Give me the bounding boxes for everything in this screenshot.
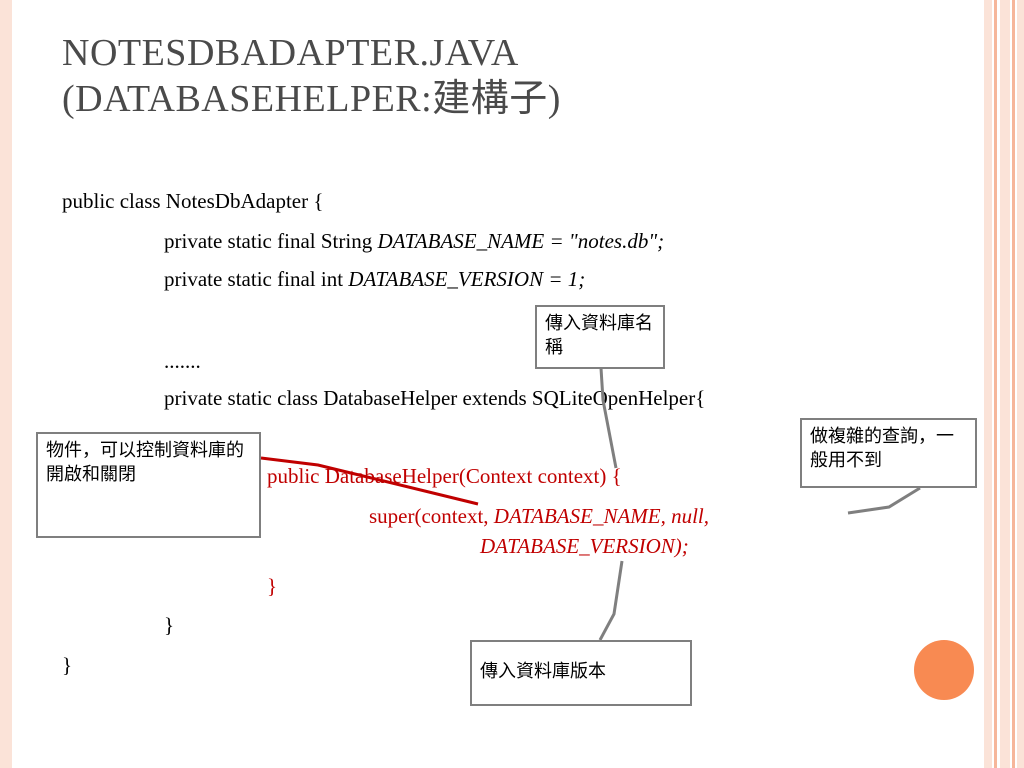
- callout-object: 物件，可以控制資料庫的開啟和關閉: [36, 432, 261, 538]
- title-line-2: (DATABASEHELPER:建構子): [62, 78, 561, 120]
- callout-text: 物件，可以控制資料庫的開啟和關閉: [46, 440, 244, 485]
- connector-db-version: [598, 560, 624, 641]
- code-line-constructor: public DatabaseHelper(Context context) {: [267, 463, 622, 489]
- stripe: [1012, 0, 1015, 768]
- code-line-super-call-cont: DATABASE_VERSION);: [480, 533, 689, 559]
- callout-complex-query: 做複雜的查詢，一般用不到: [800, 418, 977, 488]
- code-text: private static final int: [164, 267, 349, 291]
- code-line-ellipsis: .......: [164, 348, 201, 374]
- code-text: public class NotesDbAdapter {: [62, 189, 324, 213]
- code-text: private static class DatabaseHelper exte…: [164, 386, 706, 410]
- code-line-super-call: super(context, DATABASE_NAME, null,: [369, 503, 709, 529]
- stripe: [984, 0, 992, 768]
- code-italic-text: DATABASE_NAME = "notes.db";: [377, 229, 665, 253]
- callout-db-version: 傳入資料庫版本: [470, 640, 692, 706]
- left-border-stripe: [0, 0, 12, 768]
- code-italic-text: DATABASE_NAME, null,: [493, 504, 710, 528]
- code-line-db-name: private static final String DATABASE_NAM…: [164, 228, 664, 254]
- code-text: }: [267, 574, 278, 598]
- code-line-db-version: private static final int DATABASE_VERSIO…: [164, 266, 585, 292]
- title-line-1: NOTESDBADAPTER.JAVA: [62, 32, 519, 74]
- code-text: public DatabaseHelper(Context context) {: [267, 464, 622, 488]
- code-text: .......: [164, 349, 201, 373]
- code-line-close-constructor: }: [267, 573, 277, 599]
- code-text: private static final String: [164, 229, 378, 253]
- callout-text: 傳入資料庫名稱: [545, 313, 653, 358]
- stripe: [1000, 0, 1010, 768]
- code-italic-text: DATABASE_VERSION = 1;: [348, 267, 586, 291]
- code-text: }: [164, 613, 175, 637]
- callout-text: 傳入資料庫版本: [480, 661, 606, 682]
- stripe: [994, 0, 997, 768]
- code-line-helper-class: private static class DatabaseHelper exte…: [164, 385, 705, 411]
- connector-db-name: [599, 367, 618, 469]
- callout-db-name: 傳入資料庫名稱: [535, 305, 665, 369]
- code-text: super(context,: [369, 504, 494, 528]
- callout-text: 做複雜的查詢，一般用不到: [810, 426, 954, 471]
- code-line-close-class: }: [62, 652, 72, 678]
- code-line-class-decl: public class NotesDbAdapter {: [62, 188, 323, 214]
- stripe: [1017, 0, 1024, 768]
- code-italic-text: DATABASE_VERSION);: [480, 534, 689, 558]
- right-border-stripes: [984, 0, 1024, 768]
- code-text: }: [62, 653, 73, 677]
- page-title: NOTESDBADAPTER.JAVA (DATABASEHELPER:建構子): [62, 30, 561, 122]
- connector-complex-query: [847, 486, 921, 515]
- decorative-circle: [914, 640, 974, 700]
- code-line-close-helper: }: [164, 612, 174, 638]
